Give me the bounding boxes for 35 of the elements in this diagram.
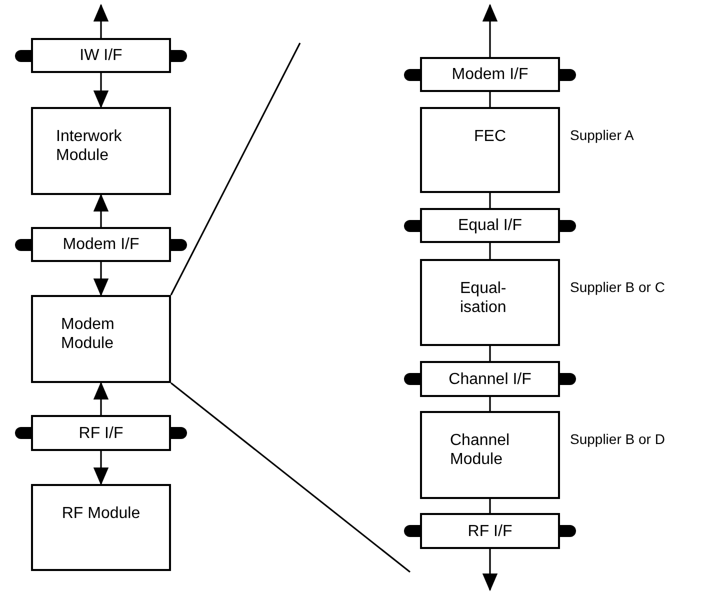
arrow [93, 4, 109, 38]
arrow [93, 73, 109, 108]
interface-label: Equal I/F [458, 216, 522, 235]
arrow [93, 262, 109, 296]
connector-line [489, 346, 491, 361]
arrow [93, 451, 109, 486]
arrow [93, 194, 109, 227]
module-label: Modem Module [61, 315, 116, 353]
connector-line [489, 193, 491, 208]
interface-label: IW I/F [80, 46, 122, 65]
interface-label: RF I/F [78, 424, 124, 442]
module-box [31, 295, 171, 383]
arrow [482, 4, 498, 57]
connector-line [489, 499, 491, 513]
supplier-label: Supplier B or D [570, 431, 665, 447]
module-label: FEC [474, 127, 506, 146]
interface-label: Channel I/F [448, 370, 532, 388]
connector-line [489, 397, 491, 411]
module-box [31, 107, 171, 195]
interface-label: Modem I/F [452, 65, 528, 84]
arrow [482, 549, 498, 592]
supplier-label: Supplier A [570, 127, 634, 143]
module-label: Channel Module [450, 431, 511, 469]
supplier-label: Supplier B or C [570, 279, 665, 295]
zoom-line [170, 382, 410, 573]
connector-line [489, 243, 491, 259]
module-label: RF Module [62, 504, 140, 523]
interface-label: RF I/F [468, 522, 512, 540]
interface-label: Modem I/F [62, 235, 140, 254]
module-label: Interwork Module [56, 127, 123, 165]
module-label: Equal- isation [460, 279, 508, 317]
connector-line [489, 92, 491, 107]
zoom-line [170, 42, 301, 296]
arrow [93, 382, 109, 415]
module-box [31, 484, 171, 571]
